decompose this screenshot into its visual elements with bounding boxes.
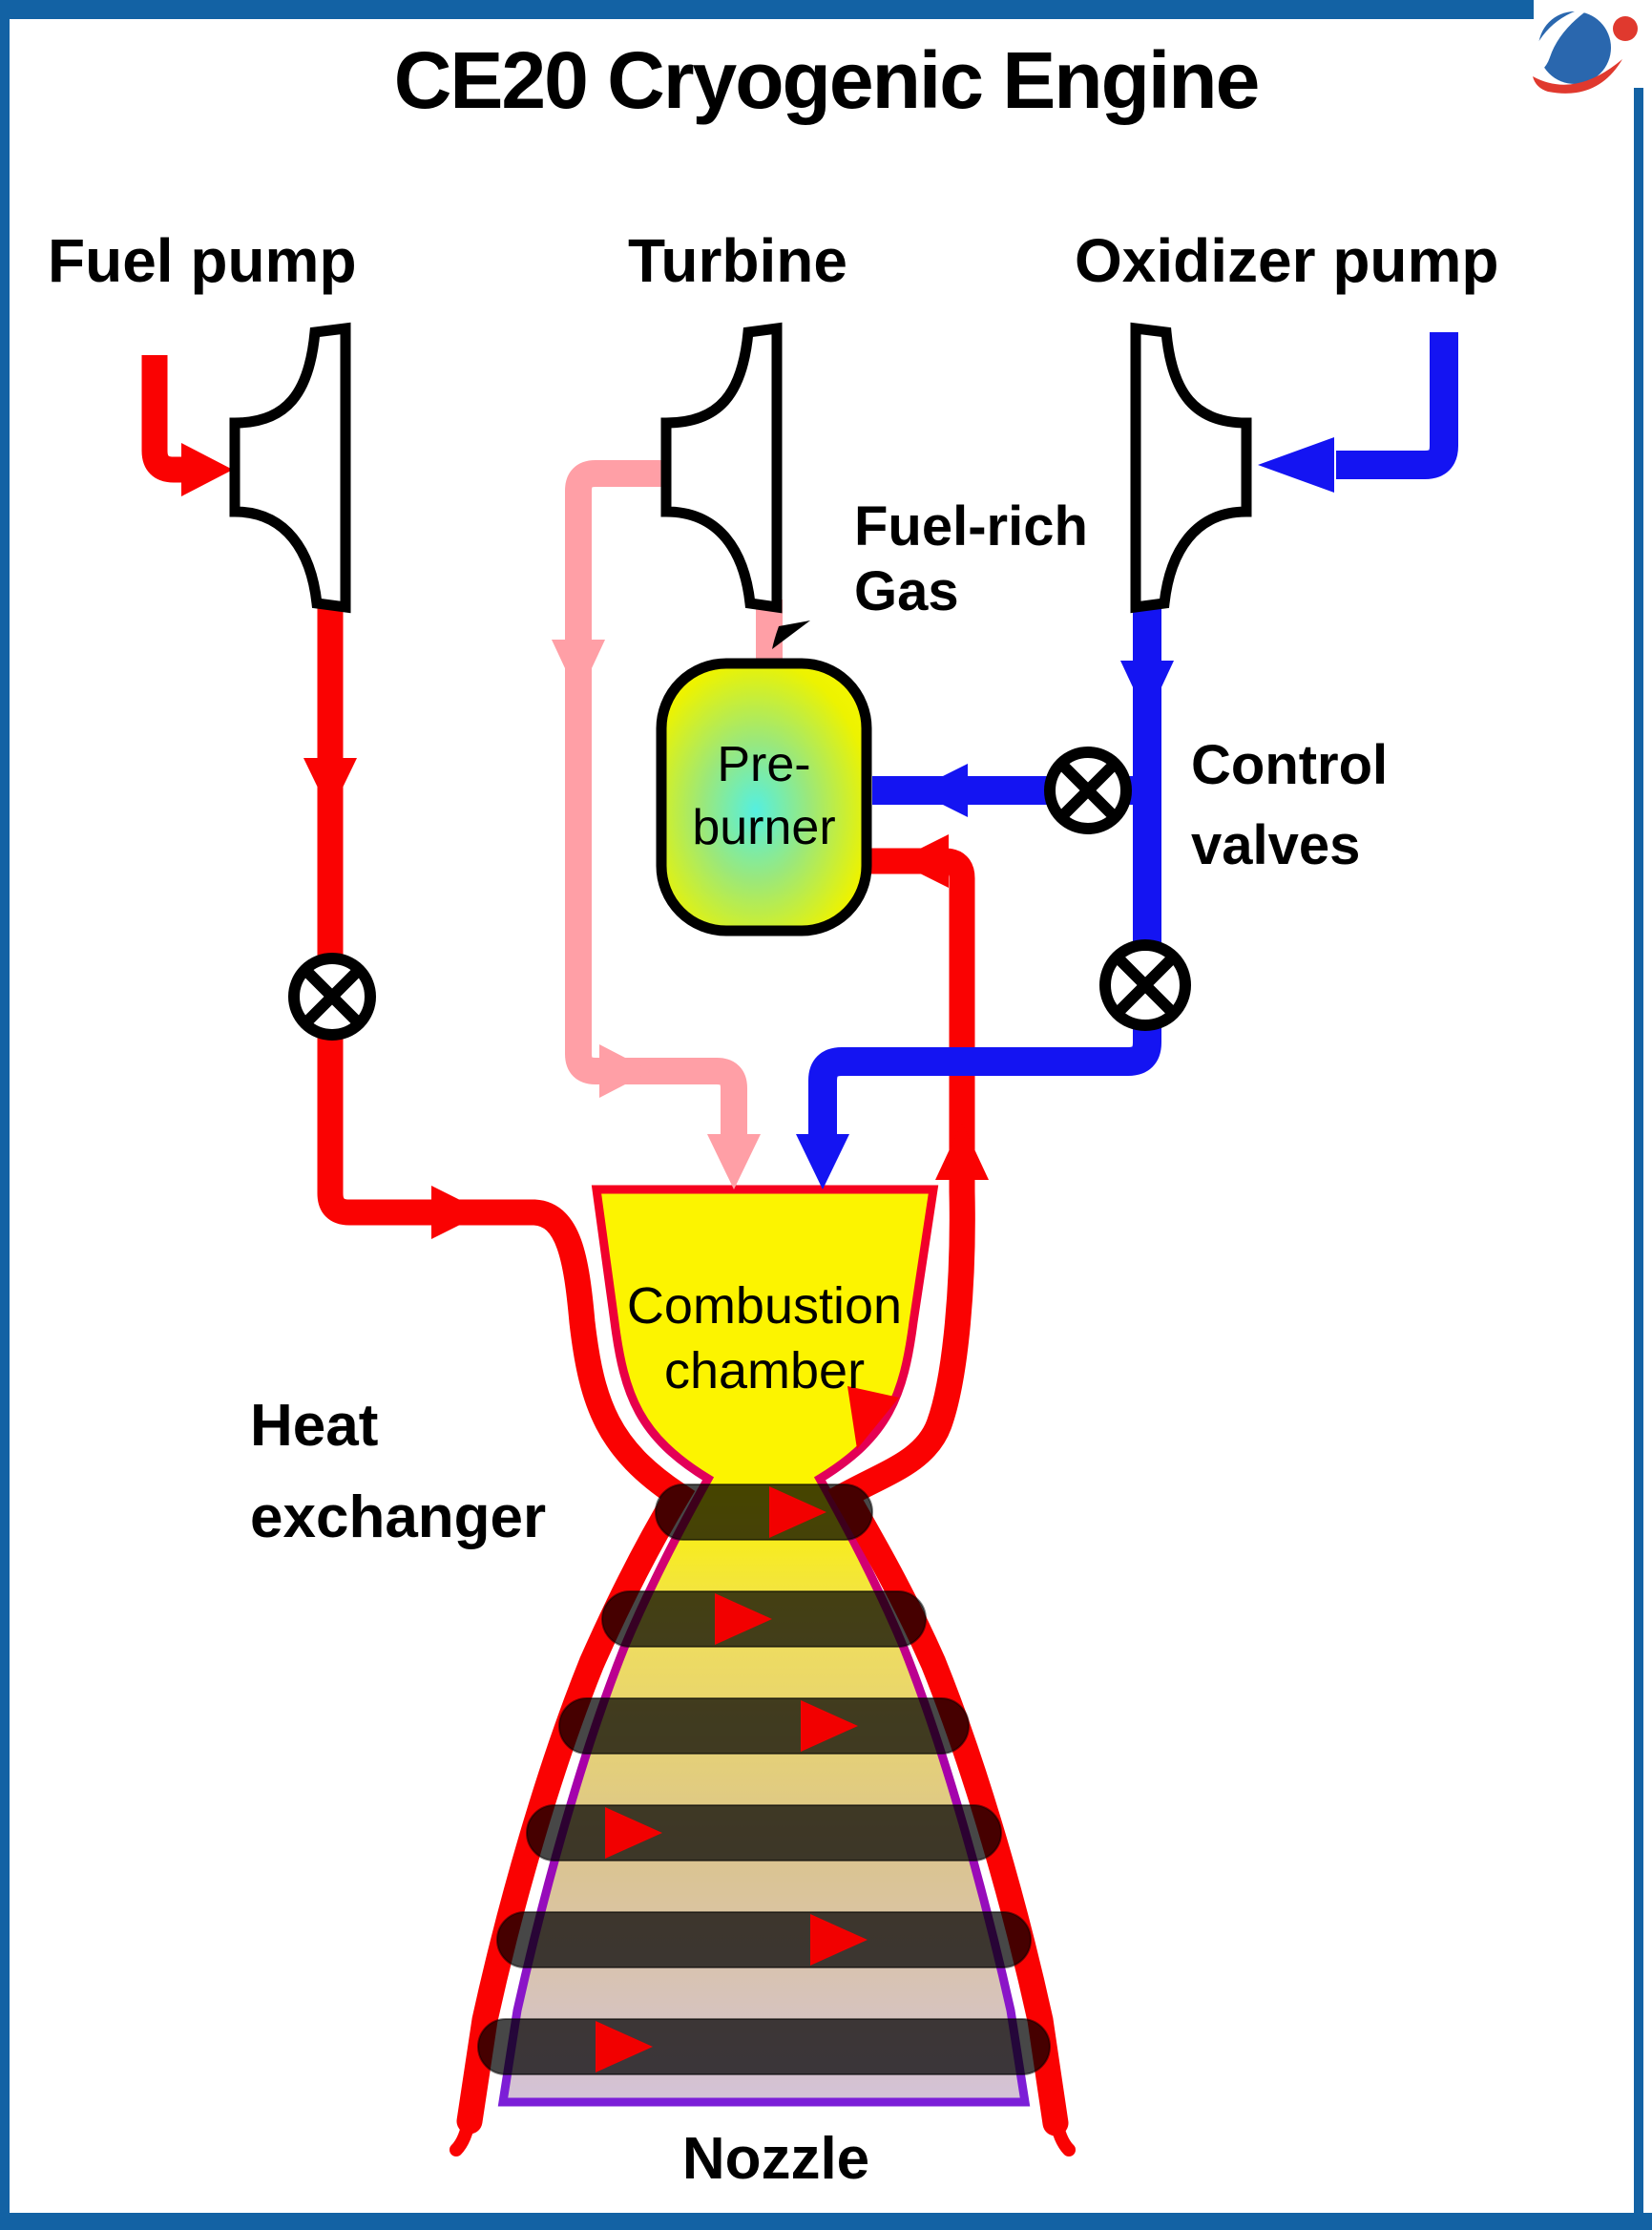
- flow-arrow-icon: [847, 1386, 899, 1449]
- combustion-chamber-label-line1: Combustion: [626, 1277, 903, 1335]
- flow-arrow-icon: [181, 443, 233, 496]
- flow-arrow-icon: [914, 764, 968, 817]
- combustion-chamber-label-line2: chamber: [663, 1342, 866, 1399]
- flow-arrow-icon: [801, 1700, 858, 1752]
- control-valves-label-line1: Control: [1191, 734, 1389, 796]
- fuel-rich-gas-label-line2: Gas: [854, 560, 959, 622]
- flow-arrow-icon: [303, 758, 357, 813]
- heat-exchanger-label-line1: Heat: [250, 1393, 379, 1459]
- heat-exchanger-band: [526, 1804, 1002, 1862]
- fuel-pump-symbol-icon: [229, 322, 351, 614]
- heat-exchanger-band: [558, 1697, 970, 1755]
- heat-exchanger-band: [601, 1590, 927, 1648]
- control-valves-label: Control valves: [1191, 726, 1388, 886]
- pre-burner-vessel: [656, 658, 872, 936]
- combustion-chamber-label: Combustion chamber: [595, 1273, 934, 1403]
- nozzle-label: Nozzle: [681, 2126, 870, 2192]
- fuel-rich-gas-arrowhead-icon: [772, 621, 810, 649]
- frame-right-bar: [1634, 88, 1643, 2230]
- flow-arrow-icon: [707, 1134, 761, 1189]
- heat-exchanger-label-line2: exchanger: [250, 1484, 547, 1550]
- heat-exchanger-band: [477, 2018, 1051, 2075]
- fuel-valve-icon: [288, 953, 376, 1041]
- heat-exchanger-bands: [477, 1483, 1051, 2075]
- turbo-machinery: [229, 322, 1252, 614]
- flow-arrow-icon: [1258, 437, 1334, 493]
- flow-arrow-icon: [810, 1914, 868, 1966]
- flow-arrow-icon: [1120, 661, 1174, 718]
- flow-arrow-icon: [769, 1486, 826, 1538]
- flow-arrow-icon: [431, 1186, 485, 1239]
- fuel-jacket-left-pipe: [317, 1020, 696, 2135]
- frame-bottom-bar: [0, 2213, 1652, 2230]
- frame-left-bar: [0, 0, 10, 2230]
- brand-globe-logo-icon: [1525, 6, 1638, 94]
- nozzle-exit-flare-left: [450, 2111, 476, 2156]
- oxidizer-control-valve-2-icon: [1099, 939, 1191, 1031]
- turbine-exhaust-pipe: [565, 460, 747, 1144]
- frame-top-bar: [0, 0, 1534, 19]
- turbine-label: Turbine: [628, 226, 847, 295]
- flow-arrow-icon: [796, 1134, 849, 1189]
- fuel-pump-label: Fuel pump: [48, 226, 357, 295]
- oxidizer-pump-symbol-icon: [1130, 322, 1252, 614]
- fuel-flow-arrows: [181, 443, 989, 1449]
- flow-arrow-icon: [935, 1123, 989, 1180]
- oxidizer-pump-label: Oxidizer pump: [1075, 226, 1499, 295]
- flow-arrow-icon: [599, 1044, 651, 1098]
- page-title: CE20 Cryogenic Engine: [393, 35, 1261, 125]
- heat-exchanger-band: [655, 1483, 873, 1541]
- fuel-inlet-pipe: [141, 355, 181, 483]
- turbine-gas-arrows: [552, 640, 761, 1189]
- pre-burner-label-line2: burner: [692, 800, 836, 855]
- turbine-symbol-icon: [660, 322, 783, 614]
- flow-arrow-icon: [895, 834, 949, 888]
- oxidizer-main-pipe: [808, 601, 1161, 1140]
- pre-burner-label-line1: Pre-: [717, 737, 811, 792]
- fuel-rich-gas-label: Fuel-rich Gas: [854, 494, 1088, 624]
- valves: [288, 747, 1191, 1041]
- flow-arrow-icon: [605, 1807, 662, 1859]
- nozzle-exit-flare-right: [1049, 2111, 1076, 2156]
- heat-exchanger-band: [496, 1911, 1032, 1968]
- oxidizer-inlet-pipe: [1336, 332, 1458, 479]
- flow-arrow-icon: [596, 2021, 653, 2072]
- control-valves-label-line2: valves: [1191, 814, 1361, 876]
- oxidizer-flow-arrows: [796, 437, 1334, 1189]
- pre-burner-label: Pre- burner: [661, 733, 867, 859]
- flow-arrow-icon: [715, 1593, 772, 1645]
- flow-arrow-icon: [552, 640, 605, 697]
- fuel-rich-gas-label-line1: Fuel-rich: [854, 495, 1088, 558]
- heat-exchanger-label: Heat exchanger: [250, 1380, 546, 1564]
- oxidizer-control-valve-1-icon: [1044, 747, 1132, 834]
